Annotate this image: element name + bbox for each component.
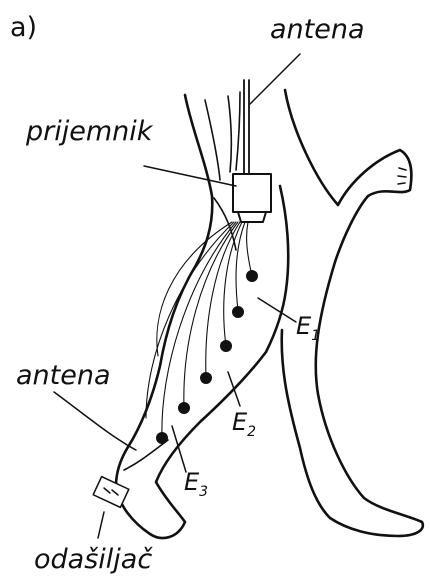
receiver-leader	[144, 166, 236, 186]
antenna-mast	[244, 80, 249, 174]
electrode-dot	[232, 306, 244, 318]
clothing-lines	[205, 92, 240, 180]
transmitter-label: odašiljač	[34, 546, 152, 573]
receiver-box	[233, 174, 271, 212]
antenna-bottom-leader	[54, 392, 136, 450]
electrode-letter: E	[296, 312, 311, 340]
toe-marks	[398, 168, 406, 184]
electrode-dot	[200, 372, 212, 384]
panel-label: a)	[10, 14, 37, 41]
receiver-label: prijemnik	[26, 118, 152, 145]
transmitter-leader	[98, 512, 104, 538]
antenna-top-leader	[250, 54, 300, 104]
antenna-bottom-label: antena	[16, 362, 111, 389]
electrode-dot	[246, 270, 258, 282]
antenna-top-label: antena	[270, 16, 365, 43]
electrode-subscript: 3	[199, 484, 208, 500]
electrode-label-e2: E2	[232, 410, 256, 434]
electrode-subscript: 1	[311, 328, 320, 344]
electrode-dot	[178, 402, 190, 414]
e3-leader	[172, 426, 186, 472]
electrode-label-e3: E3	[184, 470, 208, 494]
electrode-label-e1: E1	[296, 314, 320, 338]
front-leg-inner-contour	[124, 198, 236, 470]
electrode-wires	[146, 222, 252, 438]
electrode-dot	[220, 340, 232, 352]
electrode-subscript: 2	[247, 424, 256, 440]
e2-leader	[228, 372, 240, 406]
transmitter-box	[93, 477, 129, 508]
receiver-connector	[238, 212, 266, 222]
electrode-letter: E	[232, 408, 247, 436]
electrode-dot	[156, 432, 168, 444]
e1-leader	[258, 298, 296, 322]
electrode-letter: E	[184, 468, 199, 496]
